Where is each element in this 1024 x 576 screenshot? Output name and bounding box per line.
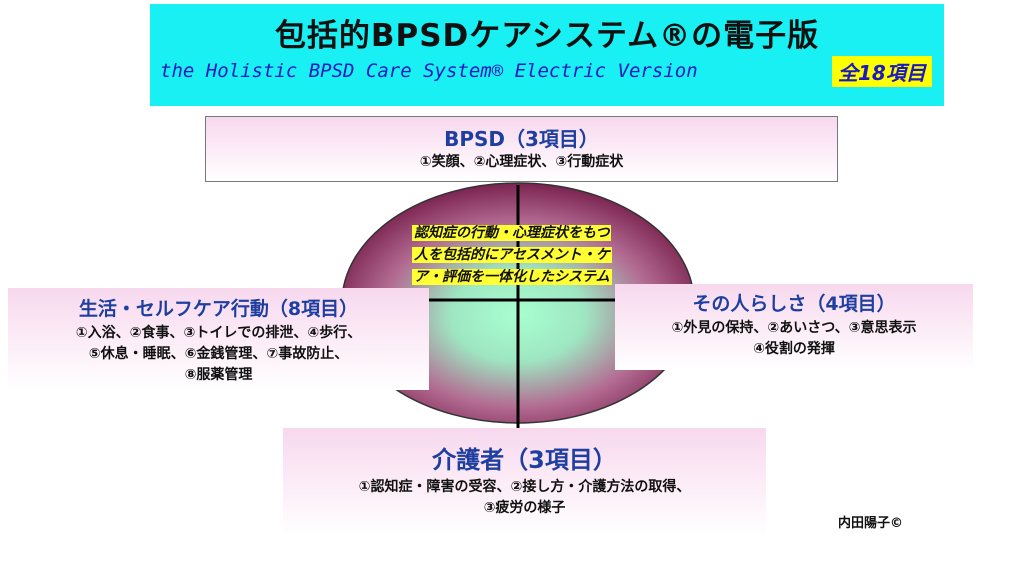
copyright-notice: 内田陽子©	[838, 516, 904, 531]
life-heading: 生活・セルフケア行動（8項目）	[78, 298, 359, 320]
center-line-3: ア・評価を一体化したシステム	[412, 269, 612, 285]
title-banner: 包括的BPSDケアシステム®の電子版 the Holistic BPSD Car…	[150, 4, 944, 106]
center-description: 認知症の行動・心理症状をもつ 人を包括的にアセスメント・ケ ア・評価を一体化した…	[412, 222, 684, 288]
personhood-box: その人らしさ（4項目） ①外見の保持、②あいさつ、③意思表示 ④役割の発揮	[615, 284, 973, 370]
center-line-2: 人を包括的にアセスメント・ケ	[412, 247, 612, 263]
person-line-1: ①外見の保持、②あいさつ、③意思表示	[671, 320, 917, 336]
bpsd-items: ①笑顔、②心理症状、③行動症状	[419, 154, 624, 170]
caregiver-box: 介護者（3項目） ①認知症・障害の受容、②接し方・介護方法の取得、 ③疲労の様子	[283, 428, 766, 536]
carer-heading: 介護者（3項目）	[432, 446, 617, 474]
total-items-badge: 全18項目	[832, 56, 932, 87]
title-japanese: 包括的BPSDケアシステム®の電子版	[274, 18, 820, 54]
person-heading: その人らしさ（4項目）	[692, 293, 896, 315]
carer-line-1: ①認知症・障害の受容、②接し方・介護方法の取得、	[358, 479, 691, 495]
person-line-2: ④役割の発揮	[753, 341, 835, 357]
life-line-3: ⑧服薬管理	[184, 367, 253, 383]
carer-line-2: ③疲労の様子	[483, 500, 566, 516]
life-selfcare-box: 生活・セルフケア行動（8項目） ①入浴、②食事、③トイレでの排泄、④歩行、 ⑤休…	[8, 288, 429, 390]
life-line-2: ⑤休息・睡眠、⑥金銭管理、⑦事故防止、	[88, 346, 349, 362]
bpsd-box: BPSD（3項目） ①笑顔、②心理症状、③行動症状	[205, 116, 838, 182]
bpsd-heading: BPSD（3項目）	[444, 127, 599, 151]
title-english: the Holistic BPSD Care System® Electric …	[160, 60, 698, 82]
life-line-1: ①入浴、②食事、③トイレでの排泄、④歩行、	[75, 325, 362, 341]
center-line-1: 認知症の行動・心理症状をもつ	[412, 225, 612, 241]
